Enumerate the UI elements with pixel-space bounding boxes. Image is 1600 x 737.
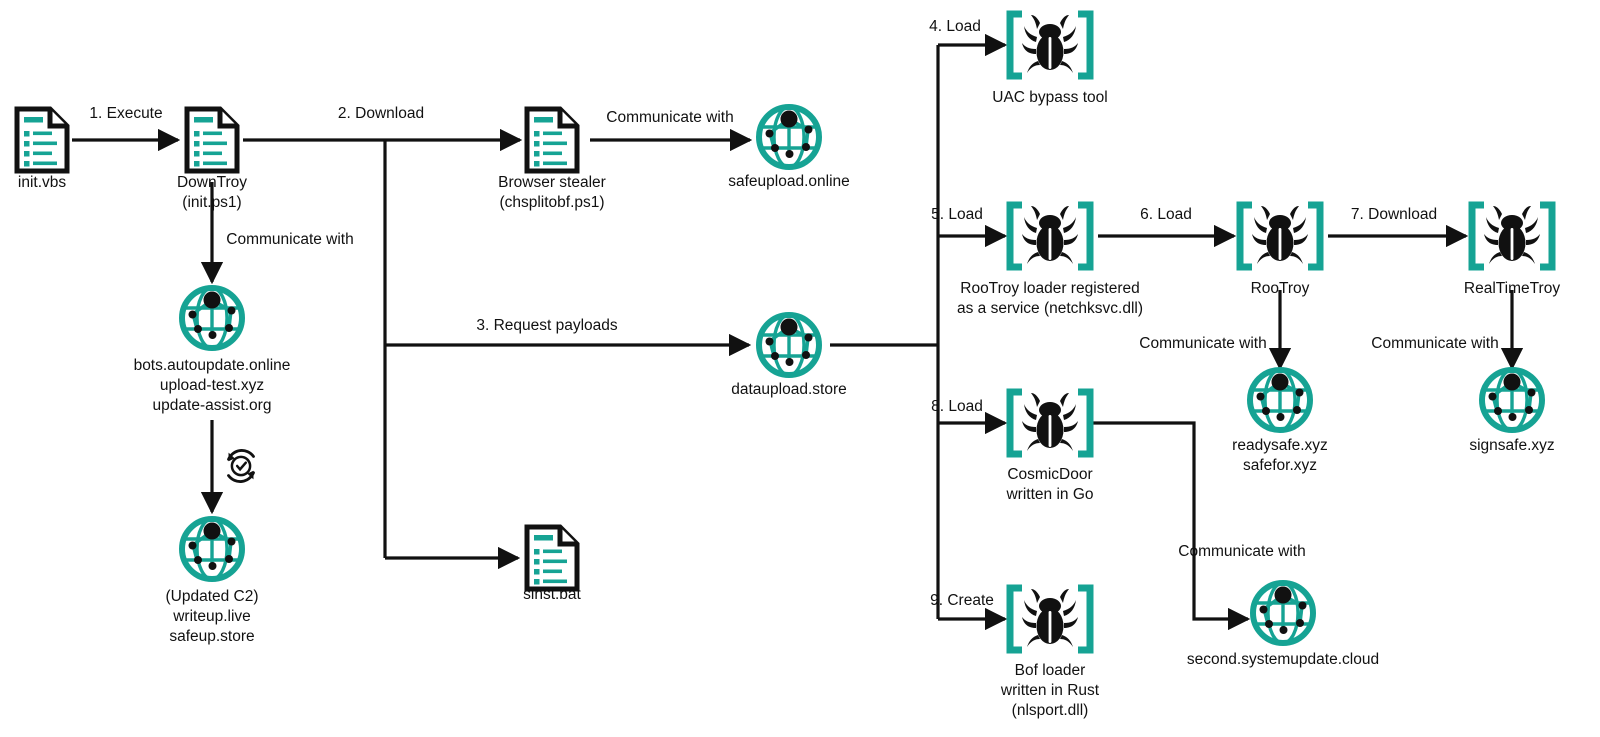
node-label-init-vbs: init.vbs: [17, 174, 67, 191]
node-label-updated-c2: (Updated C2) writeup.live safeup.store: [165, 588, 259, 645]
node-label-rootroy: RooTroy: [1250, 280, 1310, 297]
document-icon-init-vbs: [17, 109, 67, 171]
node-label-bots-c2: bots.autoupdate.online upload-test.xyz u…: [133, 357, 291, 414]
node-label-cosmicdoor: CosmicDoor written in Go: [1006, 466, 1094, 503]
malware-icon-rootroy: [1240, 205, 1320, 267]
document-icon-downtroy: [187, 109, 237, 171]
malware-icon-bof-loader: [1010, 588, 1090, 650]
node-label-rootroy-loader: RooTroy loader registered as a service (…: [956, 280, 1144, 317]
node-label-second-systemupdate: second.systemupdate.cloud: [1186, 651, 1380, 668]
globe-icon-dataupload: [759, 315, 819, 375]
edge-label-create-bof: 9. Create: [930, 592, 994, 609]
node-label-bof-loader: Bof loader written in Rust (nlsport.dll): [1000, 662, 1100, 719]
edge-label-load-rootroy: 6. Load: [1140, 206, 1192, 223]
edge-label-communicate-c2: Communicate with: [226, 231, 354, 248]
node-label-safeupload: safeupload.online: [728, 173, 850, 190]
node-label-sinst-bat: sinst.bat: [523, 586, 581, 603]
edge-label-download-realtimetroy: 7. Download: [1350, 206, 1438, 223]
edge-cosmicdoor-to-second: [1093, 421, 1251, 631]
edge-label-download: 2. Download: [337, 105, 425, 122]
sync-check-icon: [227, 449, 255, 483]
edge-label-communicate-second: Communicate with: [1178, 543, 1306, 560]
node-label-downtroy: DownTroy (init.ps1): [176, 174, 248, 211]
globe-icon-readysafe: [1250, 370, 1310, 430]
edge-label-load-rootroy-loader: 5. Load: [931, 206, 983, 223]
edge-label-load-cosmicdoor: 8. Load: [931, 398, 983, 415]
node-label-uac-bypass: UAC bypass tool: [992, 89, 1108, 106]
malware-icon-cosmicdoor: [1010, 392, 1090, 454]
globe-icon-signsafe: [1482, 370, 1542, 430]
edge-label-communicate-safeupload: Communicate with: [606, 109, 734, 126]
node-label-browser-stealer: Browser stealer (chsplitobf.ps1): [498, 174, 606, 211]
malware-icon-uac-bypass: [1010, 14, 1090, 76]
edge-label-request-payloads: 3. Request payloads: [476, 317, 618, 334]
document-icon-browser-stealer: [527, 109, 577, 171]
node-label-dataupload: dataupload.store: [731, 381, 847, 398]
document-icon-sinst-bat: [527, 527, 577, 589]
edge-label-communicate-signsafe: Communicate with: [1371, 335, 1499, 352]
malware-icon-rootroy-loader: [1010, 205, 1090, 267]
edge-label-communicate-readysafe: Communicate with: [1139, 335, 1267, 352]
node-label-signsafe: signsafe.xyz: [1469, 437, 1555, 454]
globe-icon-safeupload: [759, 107, 819, 167]
node-label-realtimetroy: RealTimeTroy: [1463, 280, 1561, 297]
malware-icon-realtimetroy: [1472, 205, 1552, 267]
globe-icon-second-systemupdate: [1253, 583, 1313, 643]
node-label-readysafe: readysafe.xyz safefor.xyz: [1232, 437, 1328, 474]
edge-label-execute: 1. Execute: [89, 105, 163, 122]
globe-icon-updated-c2: [182, 519, 242, 579]
edge-label-load-uac: 4. Load: [929, 18, 981, 35]
globe-icon-bots-c2: [182, 288, 242, 348]
